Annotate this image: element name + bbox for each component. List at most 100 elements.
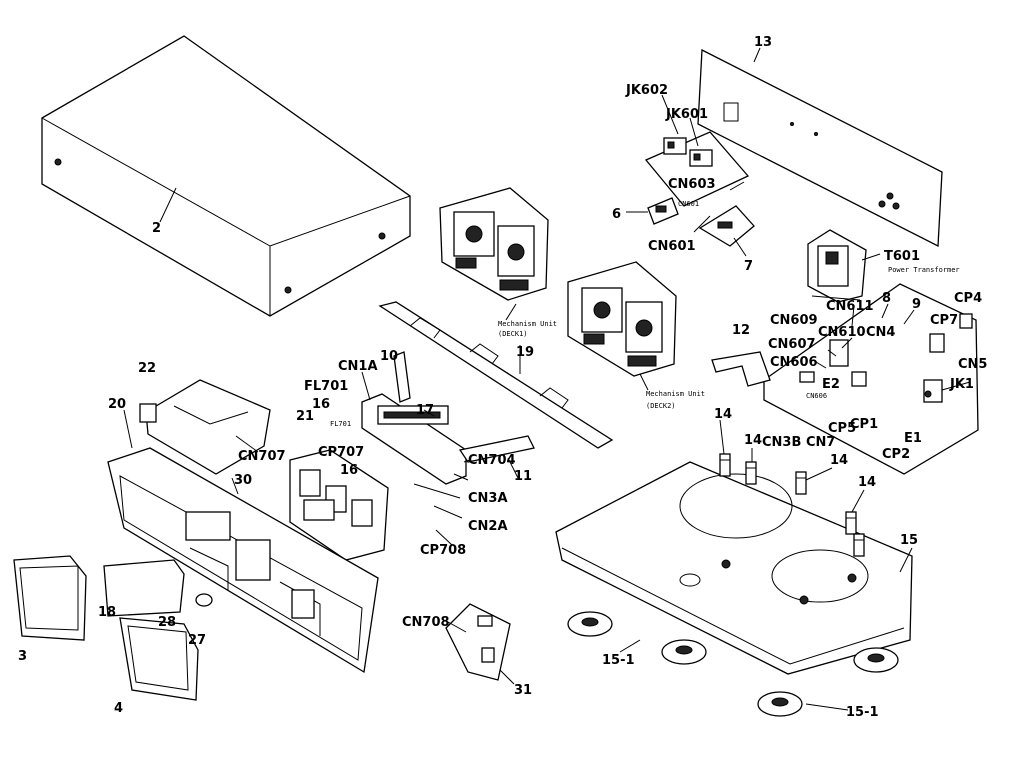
label-15-1b: 15-1 [846, 705, 879, 720]
label-mech-deck1-b: (DECK1) [498, 330, 528, 338]
label-cp2: CP2 [882, 447, 910, 462]
label-6: 6 [612, 207, 621, 222]
label-20: 20 [108, 397, 126, 412]
label-e2: E2 [822, 377, 840, 392]
label-cp1: CP1 [850, 417, 878, 432]
label-17: 17 [416, 403, 434, 418]
label-cp4: CP4 [954, 291, 982, 306]
label-14a: 14 [714, 407, 732, 422]
label-15: 15 [900, 533, 918, 548]
flat-cable-11 [458, 435, 535, 463]
label-15-1a: 15-1 [602, 653, 635, 668]
label-11: 11 [514, 469, 532, 484]
label-cn4: CN4 [866, 325, 895, 340]
label-power-transformer: Power Transformer [888, 266, 960, 274]
foot-15-1c [853, 647, 899, 673]
label-2: 2 [152, 221, 161, 236]
label-cn610: CN610 [818, 325, 866, 340]
power-board-part [763, 283, 979, 475]
label-mech-deck1-a: Mechanism Unit [498, 320, 557, 328]
power-transformer-part [807, 229, 867, 303]
deck-bracket-19 [378, 301, 614, 449]
label-cn601: CN601 [648, 239, 696, 254]
label-jk601: JK601 [665, 107, 708, 122]
bracket-22 [139, 379, 271, 475]
jack-board-part [644, 131, 750, 207]
flat-cable-10 [393, 351, 411, 403]
bracket-6-part [647, 197, 679, 225]
label-22: 22 [138, 361, 156, 376]
label-fl701-small: FL701 [330, 420, 351, 428]
label-cn601-small: CN601 [678, 200, 699, 208]
label-cp7: CP7 [930, 313, 958, 328]
label-8: 8 [882, 291, 891, 306]
cassette-door-4 [119, 617, 199, 701]
leader-lines [123, 47, 971, 711]
screw-14c [795, 471, 807, 495]
label-9: 9 [912, 297, 921, 312]
label-cn609: CN609 [770, 313, 818, 328]
part-labels: 2 13 JK602 JK601 CN603 CN601 6 CN601 7 T… [18, 35, 987, 720]
label-14b: 14 [744, 433, 762, 448]
label-cn704: CN704 [468, 453, 516, 468]
cn708-board-part [445, 603, 511, 681]
label-cn5: CN5 [958, 357, 987, 372]
label-18: 18 [98, 605, 116, 620]
foot-15-1b [661, 639, 707, 665]
label-cn708: CN708 [402, 615, 450, 630]
mechanism-unit-deck1 [439, 187, 549, 301]
bracket-7-part [698, 205, 755, 247]
label-cp707: CP707 [318, 445, 364, 460]
label-cn603: CN603 [668, 177, 716, 192]
label-cn3a: CN3A [468, 491, 508, 506]
label-cp708: CP708 [420, 543, 466, 558]
label-cp5: CP5 [828, 421, 856, 436]
label-fl701: FL701 [304, 379, 348, 394]
label-19: 19 [516, 345, 534, 360]
label-12: 12 [732, 323, 750, 338]
label-cn606: CN606 [770, 355, 818, 370]
mechanism-unit-deck2 [567, 261, 677, 377]
label-cn3b: CN3B [762, 435, 801, 450]
label-cn2a: CN2A [468, 519, 508, 534]
label-mech-deck2-b: (DECK2) [646, 402, 676, 410]
foot-15-1a [567, 611, 613, 637]
label-cn1a: CN1A [338, 359, 378, 374]
label-cn607: CN607 [768, 337, 816, 352]
label-13: 13 [754, 35, 772, 50]
knob-28 [195, 593, 213, 607]
front-panel-20 [107, 447, 379, 674]
label-cn7: CN7 [806, 435, 835, 450]
label-e1: E1 [904, 431, 922, 446]
label-10: 10 [380, 349, 398, 364]
label-14d: 14 [858, 475, 876, 490]
label-jk602: JK602 [625, 83, 668, 98]
label-31: 31 [514, 683, 532, 698]
label-cn707: CN707 [238, 449, 286, 464]
bottom-chassis-15 [555, 461, 913, 675]
screw-14d [845, 511, 857, 535]
label-mech-deck2-a: Mechanism Unit [646, 390, 705, 398]
label-4: 4 [114, 701, 123, 716]
label-3: 3 [18, 649, 27, 664]
label-7: 7 [744, 259, 753, 274]
label-28: 28 [158, 615, 176, 630]
label-16a: 16 [312, 397, 330, 412]
window-18 [103, 559, 185, 617]
foot-15-1d [757, 691, 803, 717]
label-27: 27 [188, 633, 206, 648]
label-21: 21 [296, 409, 314, 424]
flat-cable-12 [711, 351, 771, 387]
rear-panel-part [697, 48, 943, 248]
label-jk1: JK1 [949, 377, 974, 392]
cassette-door-3 [13, 555, 87, 641]
label-14c: 14 [830, 453, 848, 468]
screw-14a [719, 453, 731, 477]
label-16b: 16 [340, 463, 358, 478]
screw-14b [745, 461, 757, 485]
display-board-17 [361, 393, 467, 485]
screw-14e [853, 533, 865, 557]
keypad-board-21 [289, 449, 389, 561]
label-t601: T601 [884, 249, 920, 264]
